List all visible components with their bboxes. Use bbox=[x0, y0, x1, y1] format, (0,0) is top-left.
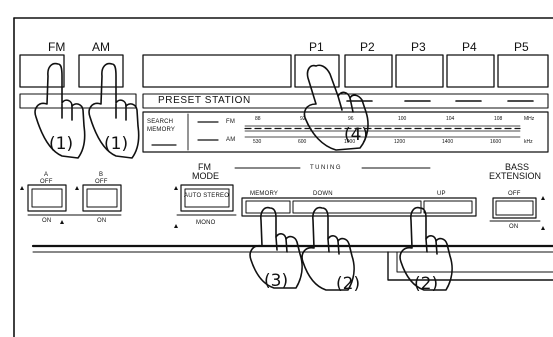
hand-pointer-icon bbox=[34, 62, 86, 159]
p4-button-label: P4 bbox=[462, 40, 477, 54]
memory-label: MEMORY bbox=[250, 191, 279, 197]
search-memory-label-2: MEMORY bbox=[147, 127, 176, 133]
step-callout-memory: (3) bbox=[264, 271, 289, 291]
step-callout-p1: (4) bbox=[344, 125, 369, 145]
fm-button-outline bbox=[19, 54, 65, 88]
am-band-label: AM bbox=[226, 137, 236, 143]
p4-button-outline bbox=[446, 54, 495, 88]
b-off-label: OFF bbox=[95, 179, 108, 185]
fm-band-label: FM bbox=[226, 119, 236, 125]
fm-button-label: FM bbox=[48, 40, 66, 54]
a-button-outline bbox=[27, 184, 67, 212]
tuning-label: TUNING bbox=[310, 165, 342, 171]
down-label: DOWN bbox=[313, 191, 333, 197]
a-off-label: OFF bbox=[40, 179, 53, 185]
display-window-top bbox=[142, 54, 292, 88]
fm-scale-tick: 96 bbox=[348, 116, 354, 122]
a-label: A bbox=[44, 172, 49, 178]
preset-station-label: PRESET STATION bbox=[158, 95, 251, 106]
am-scale-tick: 1000 bbox=[344, 139, 356, 145]
am-scale-tick: 1600 bbox=[490, 139, 502, 145]
p2-button-label: P2 bbox=[360, 40, 375, 54]
b-button-outline bbox=[82, 184, 122, 212]
am-button-label: AM bbox=[92, 40, 110, 54]
triangle-marker-icon bbox=[75, 186, 79, 190]
fm-scale-tick: 108 bbox=[494, 116, 503, 122]
fm-mode-label-1: FM bbox=[198, 162, 211, 172]
triangle-marker-icon bbox=[174, 224, 178, 228]
step-callout-am: (1) bbox=[104, 134, 129, 154]
triangle-marker-icon bbox=[60, 220, 64, 224]
p3-button-label: P3 bbox=[411, 40, 426, 54]
triangle-marker-icon bbox=[541, 196, 545, 200]
p1-button-outline bbox=[294, 54, 340, 88]
triangle-marker-icon bbox=[541, 226, 545, 230]
left-indicator-strip bbox=[19, 93, 137, 109]
hand-pointer-icon bbox=[249, 206, 303, 289]
hand-pointer-icon bbox=[399, 206, 453, 291]
bass-on-label: ON bbox=[509, 224, 519, 230]
mhz-unit-label: MHz bbox=[524, 116, 535, 122]
auto-stereo-label: AUTO STEREO bbox=[184, 193, 230, 199]
am-scale-tick: 530 bbox=[253, 139, 262, 145]
am-scale-tick: 1200 bbox=[394, 139, 406, 145]
triangle-marker-icon bbox=[174, 186, 178, 190]
p5-button-outline bbox=[497, 54, 549, 88]
bass-label-1: BASS bbox=[505, 162, 530, 172]
b-on-label: ON bbox=[97, 218, 107, 224]
bass-label-2: EXTENSION bbox=[489, 171, 542, 181]
triangle-marker-icon bbox=[20, 186, 24, 190]
p2-button-outline bbox=[344, 54, 393, 88]
search-memory-label-1: SEARCH bbox=[147, 119, 174, 125]
step-callout-down: (2) bbox=[336, 274, 361, 294]
khz-unit-label: kHz bbox=[524, 139, 533, 145]
step-callout-up: (2) bbox=[414, 274, 439, 294]
up-label: UP bbox=[437, 191, 446, 197]
fm-scale-tick: 104 bbox=[446, 116, 455, 122]
mono-label: MONO bbox=[196, 220, 216, 226]
fm-scale-tick: 92 bbox=[300, 116, 306, 122]
tuning-bar-outline bbox=[241, 197, 477, 217]
tuning-scale-window bbox=[142, 111, 549, 153]
fm-mode-button-outline bbox=[180, 184, 234, 212]
fm-scale-tick: 88 bbox=[255, 116, 261, 122]
fm-mode-label-2: MODE bbox=[192, 171, 219, 181]
a-on-label: ON bbox=[42, 218, 52, 224]
hand-pointer-icon bbox=[88, 62, 140, 159]
bass-button-outline bbox=[492, 197, 537, 219]
hand-pointer-icon bbox=[301, 206, 355, 291]
am-scale-tick: 600 bbox=[298, 139, 307, 145]
preset-station-strip bbox=[142, 93, 549, 109]
p1-button-label: P1 bbox=[309, 40, 324, 54]
b-label: B bbox=[99, 172, 104, 178]
p5-button-label: P5 bbox=[514, 40, 529, 54]
am-scale-tick: 1400 bbox=[442, 139, 454, 145]
step-callout-fm: (1) bbox=[49, 134, 74, 154]
bass-off-label: OFF bbox=[508, 191, 521, 197]
fm-scale-tick: 100 bbox=[398, 116, 407, 122]
p3-button-outline bbox=[395, 54, 444, 88]
hand-pointer-icon bbox=[303, 64, 369, 151]
